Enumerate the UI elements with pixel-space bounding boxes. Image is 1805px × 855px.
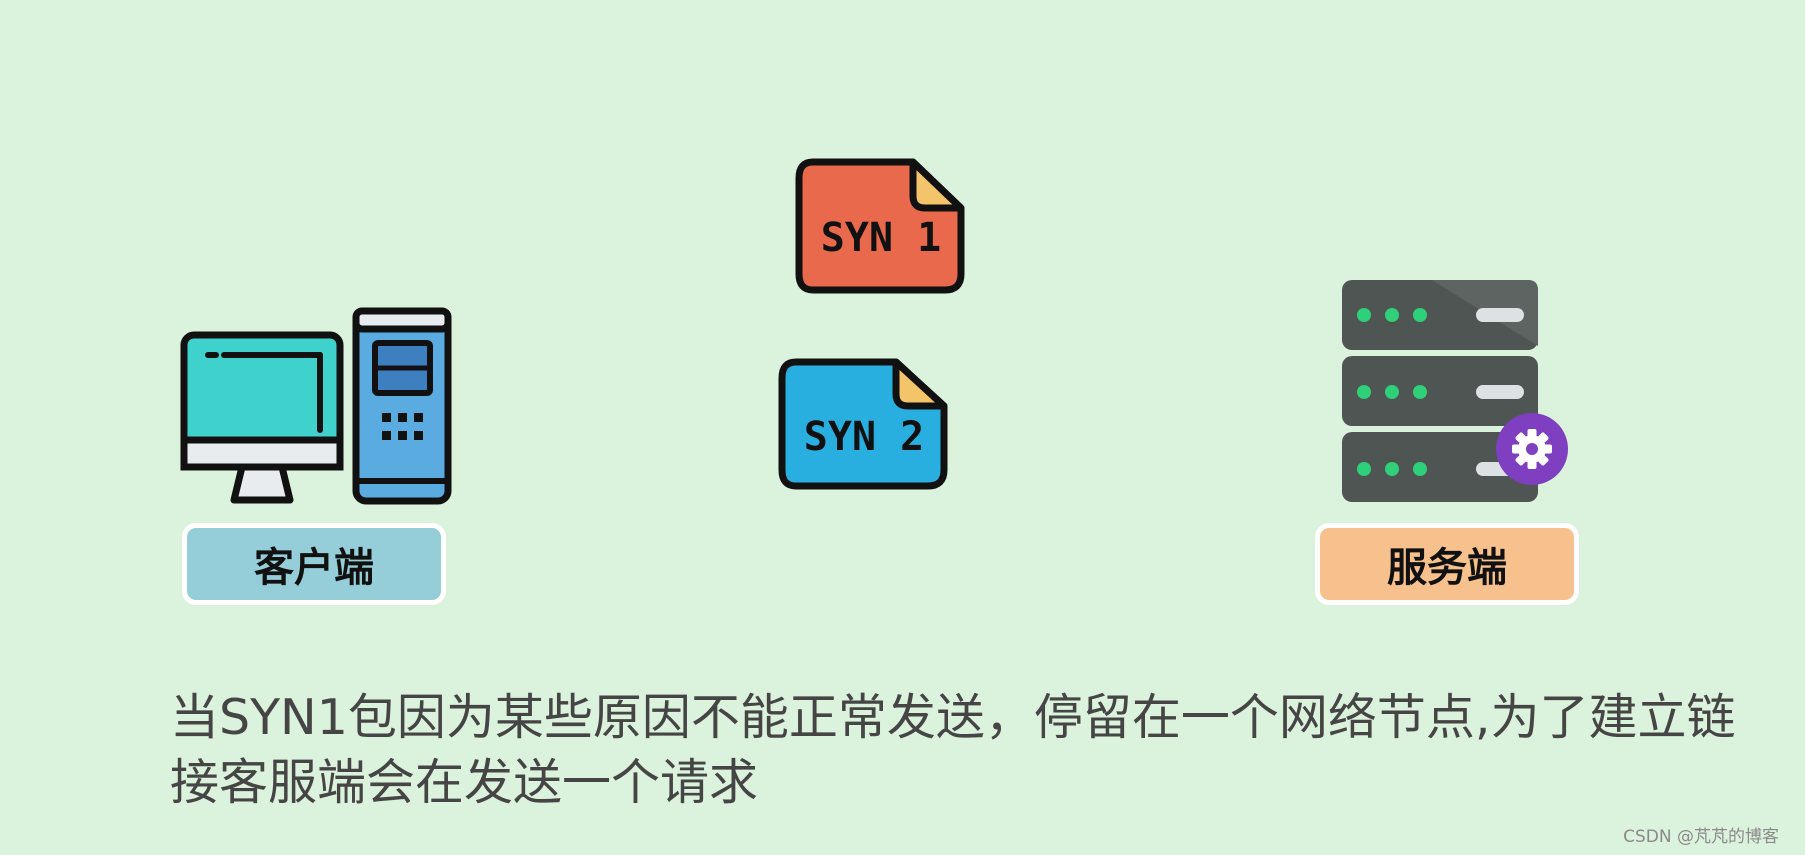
client-computer-icon	[180, 305, 456, 507]
server-label: 服务端	[1315, 523, 1579, 605]
caption-line-2: 接客服端会在发送一个请求	[170, 754, 759, 811]
server-icon	[1342, 280, 1568, 506]
syn1-packet-label: SYN 1	[821, 215, 941, 261]
syn2-packet: SYN 2	[778, 358, 948, 490]
syn1-packet: SYN 1	[795, 158, 965, 294]
watermark: CSDN @芃芃的博客	[1623, 827, 1779, 847]
caption-line-1: 当SYN1包因为某些原因不能正常发送，停留在一个网络节点,为了建立链	[170, 689, 1736, 746]
client-label: 客户端	[182, 523, 446, 605]
syn2-packet-label: SYN 2	[804, 414, 924, 460]
caption: 当SYN1包因为某些原因不能正常发送，停留在一个网络节点,为了建立链 接客服端会…	[170, 685, 1770, 815]
